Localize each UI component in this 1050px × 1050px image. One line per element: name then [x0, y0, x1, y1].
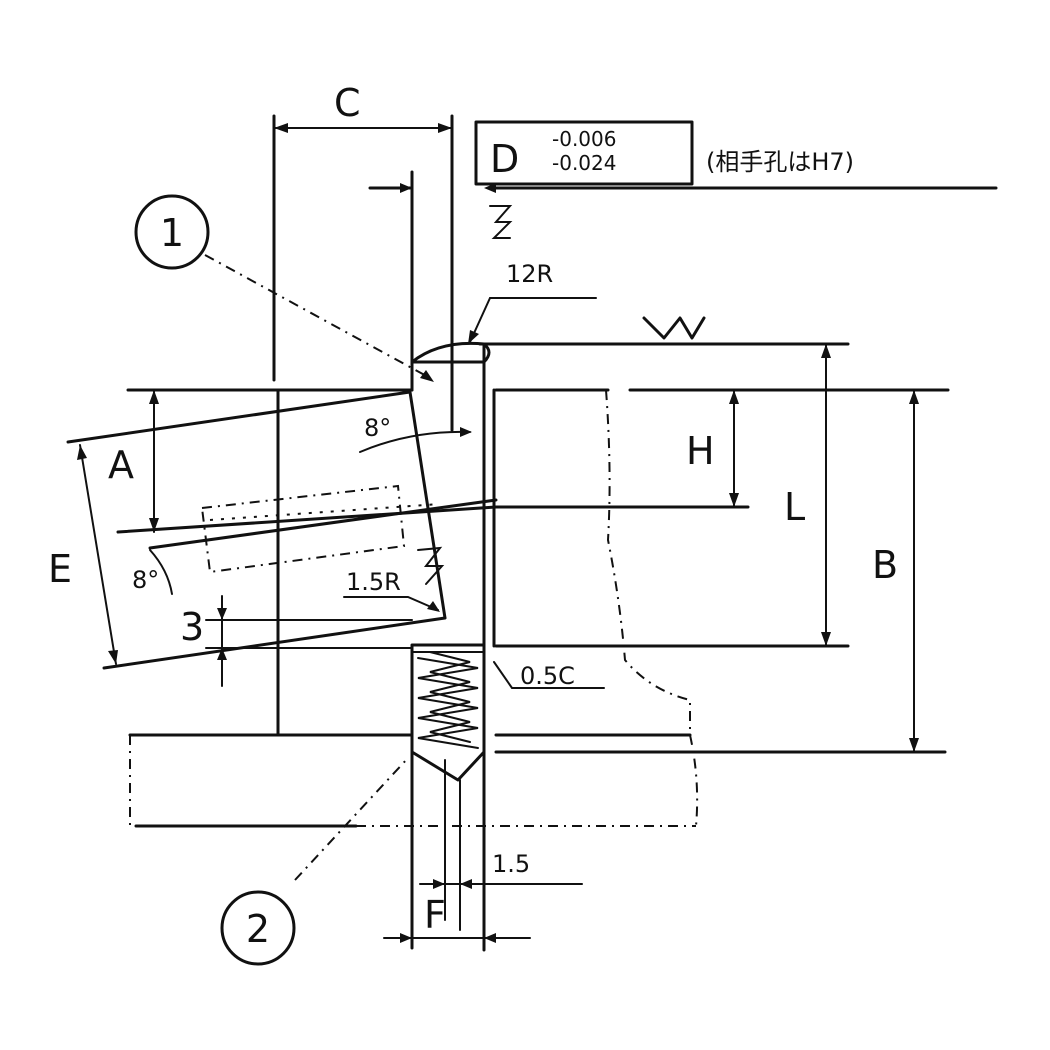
callout-2: 2: [220, 890, 296, 966]
dim-F-label: F: [424, 893, 446, 937]
tolerance-lower: -0.024: [552, 151, 616, 175]
tolerance-note: (相手孔はH7): [706, 148, 854, 176]
dim-E-label: E: [48, 547, 72, 591]
callout-2-label: 2: [246, 907, 270, 951]
dim-C-label: C: [334, 81, 361, 125]
dimension-lines: [77, 123, 919, 943]
angle-top-label: 8°: [364, 414, 391, 442]
dim-H-label: H: [686, 429, 715, 473]
dim-1-5-label: 1.5: [492, 850, 530, 878]
callout-1-label: 1: [160, 211, 184, 255]
dimension-labels: C H L B A E 3 F 12R 1.5R 0.5C 1.5 8° 8°: [48, 81, 898, 937]
pin-part: [410, 341, 491, 782]
tolerance-box: D -0.006 -0.024 (相手孔はH7): [474, 120, 854, 186]
leader-lines: [149, 254, 605, 881]
dim-3-label: 3: [180, 605, 204, 649]
callout-1: 1: [134, 194, 210, 270]
angle-left-label: 8°: [132, 566, 159, 594]
tilted-block: [66, 390, 498, 670]
radius-12-label: 12R: [506, 260, 553, 288]
surface-finish-marks: [417, 205, 706, 585]
radius-1-5-label: 1.5R: [346, 568, 401, 596]
plate-lines: [126, 186, 998, 828]
dim-B-label: B: [872, 543, 898, 587]
dim-L-label: L: [784, 485, 805, 529]
chamfer-label: 0.5C: [520, 662, 575, 690]
tolerance-upper: -0.006: [552, 127, 616, 151]
dim-A-label: A: [108, 443, 134, 487]
dim-D-label: D: [490, 137, 519, 181]
